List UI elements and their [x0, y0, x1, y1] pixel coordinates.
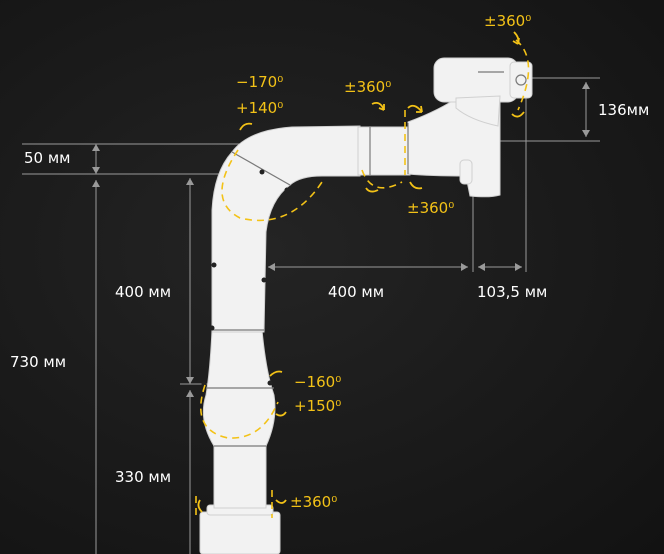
base-plate [199, 511, 281, 554]
dim-103-5-label: 103,5 мм [477, 283, 548, 301]
rotation-base-label: ±360⁰ [290, 493, 338, 511]
robot-arm [199, 57, 533, 554]
lower-arm [202, 329, 276, 509]
rotation-wrist-upper-label: ±360⁰ [344, 78, 392, 96]
rotation-tool-flange-label: ±360⁰ [484, 12, 532, 30]
wrist-side-block [459, 159, 473, 185]
wrist-lower-ring [361, 169, 403, 189]
tool-flange-ring [515, 39, 530, 111]
dim-730-label: 730 мм [10, 353, 67, 371]
tool-head-body [433, 57, 519, 103]
dim-50-label: 50 мм [24, 149, 71, 167]
elbow-rotation-ring [200, 384, 279, 439]
dim-400-horizontal-label: 400 мм [328, 283, 385, 301]
dim-400-vertical-label: 400 мм [115, 283, 172, 301]
rotation-elbow-max-label: +150⁰ [294, 397, 342, 415]
dim-330-label: 330 мм [115, 468, 172, 486]
horizontal-link [357, 126, 411, 176]
rotation-arrows [197, 31, 525, 513]
tool-neck [455, 95, 501, 127]
tool-flange-plate [509, 61, 533, 99]
rotation-shoulder-min-label: −170⁰ [236, 73, 284, 91]
rotation-indicators [195, 39, 530, 520]
dim-136-label: 136мм [598, 101, 650, 119]
rotation-wrist-lower-label: ±360⁰ [407, 199, 455, 217]
rotation-elbow-min-label: −160⁰ [294, 373, 342, 391]
dimension-arrowheads [92, 82, 590, 397]
rotation-shoulder-max-label: +140⁰ [236, 99, 284, 117]
arm-seams [206, 71, 527, 447]
shoulder-rotation-ring [221, 149, 323, 222]
